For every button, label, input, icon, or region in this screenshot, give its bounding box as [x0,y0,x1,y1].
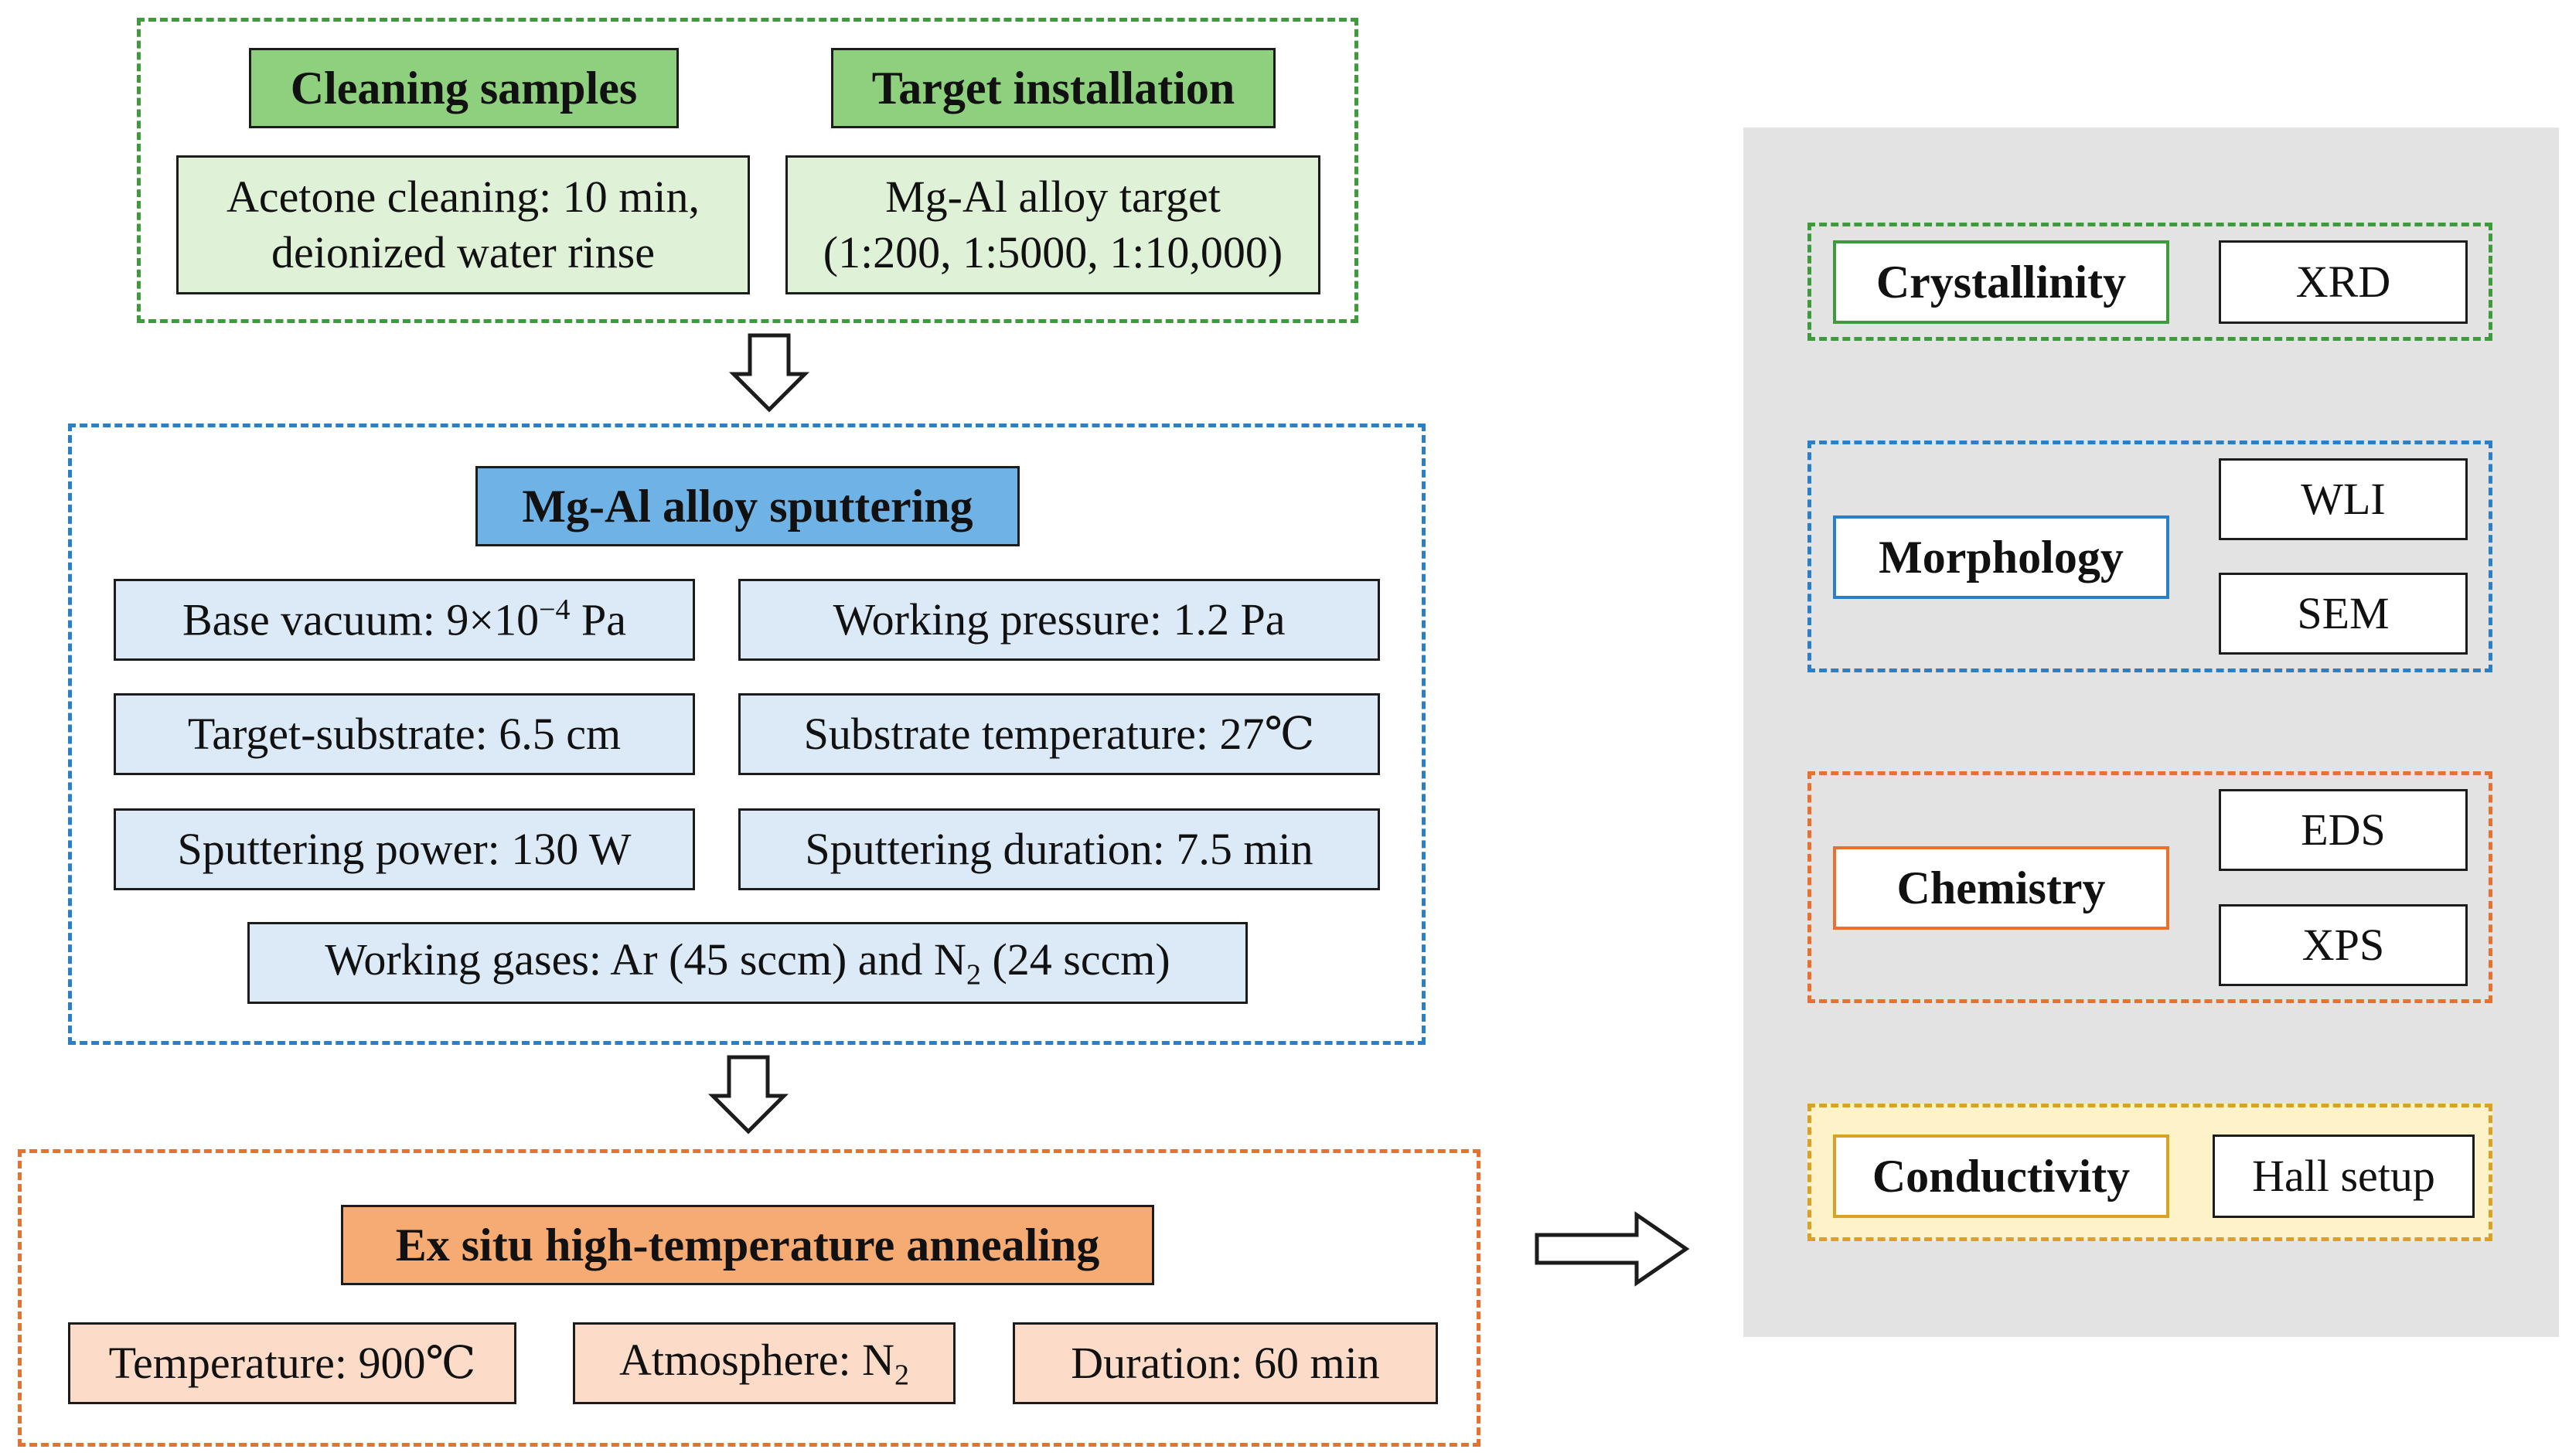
working-gases-text: Working gases: Ar (45 sccm) and N2 (24 s… [325,934,1170,992]
xrd-method: XRD [2219,240,2468,324]
conductivity-label-text: Conductivity [1872,1150,2131,1202]
eds-method: EDS [2219,789,2468,871]
working-pressure-box: Working pressure: 1.2 Pa [738,579,1380,661]
base-vacuum-box: Base vacuum: 9×10−4 Pa [114,579,695,661]
chemistry-label: Chemistry [1833,846,2169,930]
target-details-line1: Mg-Al alloy target [885,171,1221,222]
target-details-line2: (1:200, 1:5000, 1:10,000) [823,227,1283,277]
chemistry-group [1807,771,2492,1003]
morphology-label: Morphology [1833,515,2169,599]
crystallinity-label: Crystallinity [1833,240,2169,324]
duration-text: Duration: 60 min [1071,1337,1380,1388]
sputtering-title: Mg-Al alloy sputtering [475,466,1020,546]
right-arrow-icon [1535,1211,1690,1287]
cleaning-samples-title: Cleaning samples [249,48,679,128]
base-vacuum-text: Base vacuum: 9×10−4 Pa [182,593,627,645]
substrate-temperature-text: Substrate temperature: 27℃ [803,708,1315,759]
sputtering-power-text: Sputtering power: 130 W [177,823,632,874]
substrate-temperature-box: Substrate temperature: 27℃ [738,693,1380,775]
preparation-group [137,18,1358,323]
xps-method: XPS [2219,904,2468,986]
sem-method-text: SEM [2297,587,2390,638]
down-arrow-icon [707,1055,789,1135]
sem-method: SEM [2219,573,2468,655]
hall-setup-method: Hall setup [2213,1135,2475,1218]
cleaning-samples-title-text: Cleaning samples [290,62,638,114]
duration-box: Duration: 60 min [1013,1322,1438,1404]
atmosphere-text: Atmosphere: N2 [619,1334,909,1392]
eds-method-text: EDS [2301,804,2386,855]
temperature-box: Temperature: 900℃ [68,1322,516,1404]
chemistry-label-text: Chemistry [1896,862,2106,913]
cleaning-details-line1: Acetone cleaning: 10 min, [226,171,700,222]
morphology-group [1807,441,2492,672]
sputtering-duration-text: Sputtering duration: 7.5 min [805,823,1313,874]
wli-method-text: WLI [2301,473,2386,524]
atmosphere-box: Atmosphere: N2 [573,1322,956,1404]
crystallinity-label-text: Crystallinity [1876,256,2127,308]
sputtering-duration-box: Sputtering duration: 7.5 min [738,808,1380,890]
target-details-box: Mg-Al alloy target (1:200, 1:5000, 1:10,… [785,155,1320,294]
morphology-label-text: Morphology [1879,531,2124,583]
xps-method-text: XPS [2301,919,2385,970]
working-pressure-text: Working pressure: 1.2 Pa [833,594,1286,645]
cleaning-details-box: Acetone cleaning: 10 min, deionized wate… [176,155,750,294]
down-arrow-icon [728,333,810,413]
cleaning-details-line2: deionized water rinse [271,227,655,277]
sputtering-power-box: Sputtering power: 130 W [114,808,695,890]
annealing-title-text: Ex situ high-temperature annealing [395,1219,1100,1271]
target-installation-title: Target installation [831,48,1276,128]
crystallinity-group [1807,223,2492,341]
xrd-method-text: XRD [2295,256,2391,307]
working-gases-box: Working gases: Ar (45 sccm) and N2 (24 s… [247,922,1248,1004]
target-substrate-box: Target-substrate: 6.5 cm [114,693,695,775]
wli-method: WLI [2219,458,2468,540]
temperature-text: Temperature: 900℃ [108,1337,476,1388]
annealing-group [18,1149,1480,1447]
target-installation-title-text: Target installation [871,62,1235,114]
hall-setup-method-text: Hall setup [2252,1150,2435,1201]
sputtering-group [68,424,1426,1045]
target-substrate-text: Target-substrate: 6.5 cm [187,708,622,759]
annealing-title: Ex situ high-temperature annealing [341,1205,1154,1285]
sputtering-title-text: Mg-Al alloy sputtering [522,480,973,532]
conductivity-label: Conductivity [1833,1135,2169,1218]
